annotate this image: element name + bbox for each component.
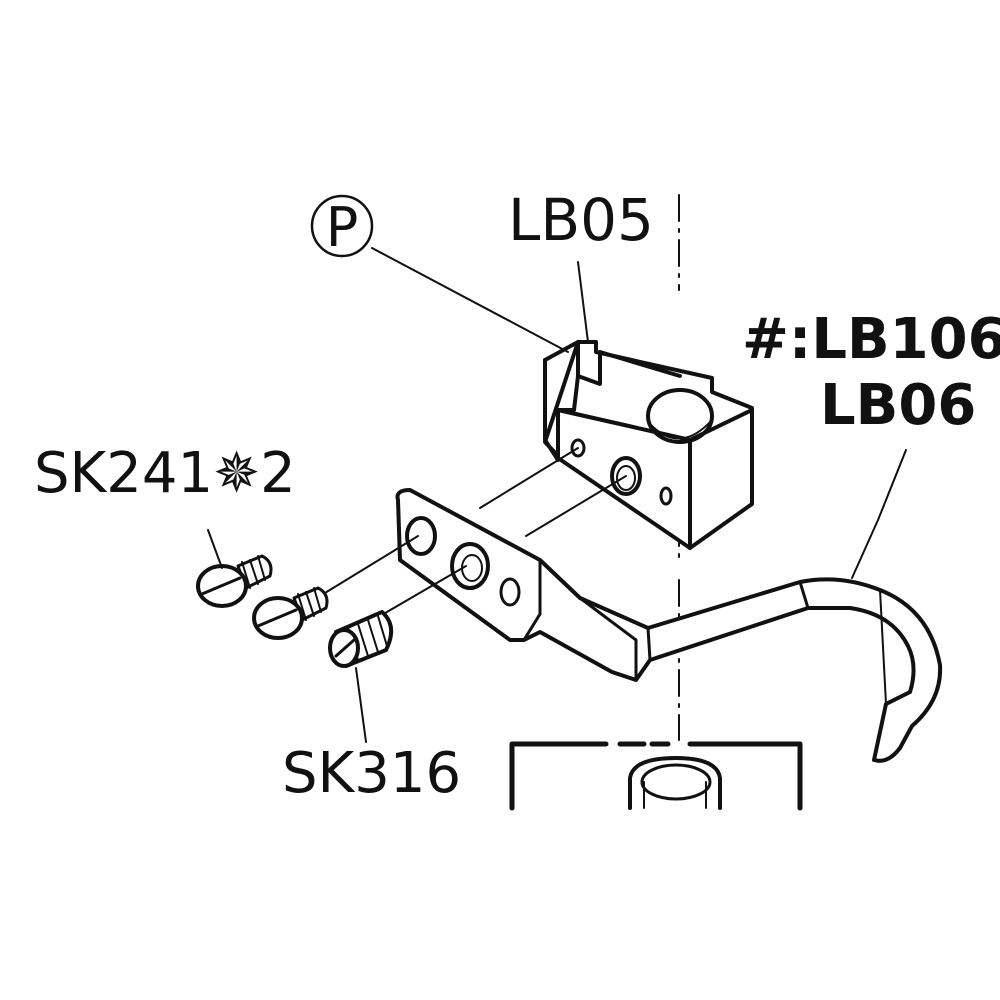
looper-part-label: LB06 xyxy=(820,373,976,438)
looper-part xyxy=(395,488,943,763)
set-screw xyxy=(328,610,394,668)
p-marker-label: P xyxy=(326,196,359,259)
set-screw-part-label: SK316 xyxy=(282,741,461,806)
screw-pair-part-label: SK241✵2 xyxy=(34,441,296,506)
block-part xyxy=(543,340,754,550)
p-marker: P xyxy=(310,194,374,259)
looper-alt-part-label: #:LB106 xyxy=(742,307,1000,372)
leader-lines xyxy=(207,247,907,743)
screw-2 xyxy=(252,586,329,640)
block-part-label: LB05 xyxy=(508,186,654,254)
screw-1 xyxy=(196,554,273,608)
assembly-lines xyxy=(319,447,627,617)
lower-housing xyxy=(509,741,803,811)
